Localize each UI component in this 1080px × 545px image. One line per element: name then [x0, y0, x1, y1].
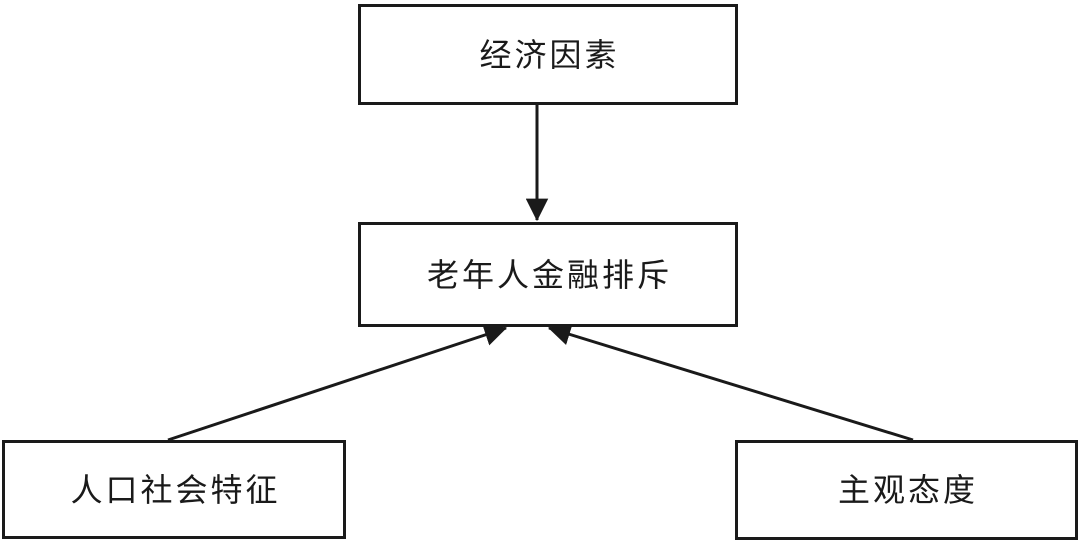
node-demographic-social-characteristics: 人口社会特征	[2, 440, 346, 539]
arrow-attitude-to-exclusion	[547, 323, 914, 442]
node-elderly-financial-exclusion: 老年人金融排斥	[358, 222, 738, 327]
node-subjective-attitude: 主观态度	[735, 440, 1078, 540]
arrow-demographic-to-exclusion	[167, 324, 508, 442]
node-economic-factors-label: 经济因素	[479, 35, 620, 74]
node-demographic-social-characteristics-label: 人口社会特征	[70, 470, 281, 509]
node-elderly-financial-exclusion-label: 老年人金融排斥	[426, 255, 672, 294]
node-economic-factors: 经济因素	[358, 4, 738, 105]
node-subjective-attitude-label: 主观态度	[837, 471, 978, 509]
